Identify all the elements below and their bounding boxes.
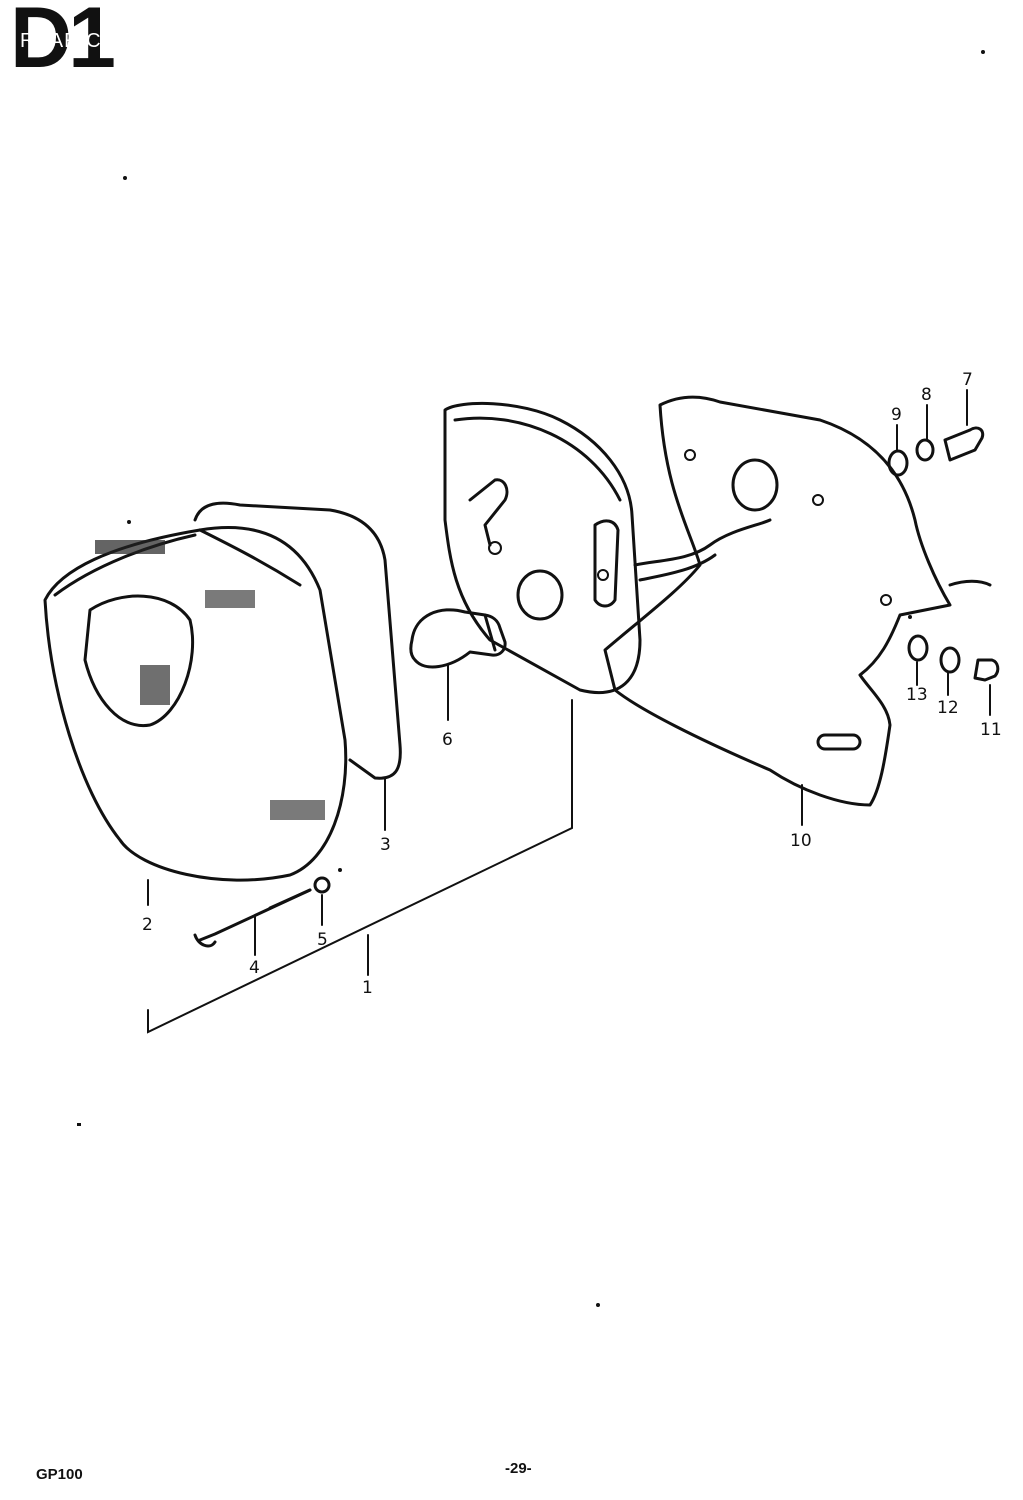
leader-lines — [147, 389, 991, 1034]
callout-11: 11 — [980, 720, 1002, 740]
callout-8: 8 — [921, 385, 932, 405]
callout-2: 2 — [142, 915, 153, 935]
callout-10: 10 — [790, 831, 812, 851]
page-number: -29- — [505, 1460, 532, 1477]
callout-6: 6 — [442, 730, 453, 750]
screw-part — [193, 876, 331, 948]
lens-part — [43, 526, 348, 882]
callout-5: 5 — [317, 930, 328, 950]
callout-1: 1 — [362, 978, 373, 998]
housing-part — [443, 401, 772, 695]
print-specks — [77, 50, 985, 1307]
bulb-part — [409, 608, 507, 669]
model-label: GP100 — [36, 1466, 83, 1483]
sheet-code: D1 — [10, 0, 116, 86]
callout-9: 9 — [891, 405, 902, 425]
callout-4: 4 — [249, 958, 260, 978]
fastener-set-lower — [907, 634, 1000, 682]
fastener-set-upper — [887, 426, 985, 477]
bracket-part — [603, 395, 992, 807]
callout-12: 12 — [937, 698, 959, 718]
gasket-part — [193, 501, 402, 780]
callout-labels: 1 2 3 4 5 6 7 8 9 10 11 12 13 — [142, 370, 1002, 998]
callout-3: 3 — [380, 835, 391, 855]
sheet-title: REAR COMBINATION LAMP — [20, 30, 302, 52]
callout-7: 7 — [962, 370, 973, 390]
callout-13: 13 — [906, 685, 928, 705]
